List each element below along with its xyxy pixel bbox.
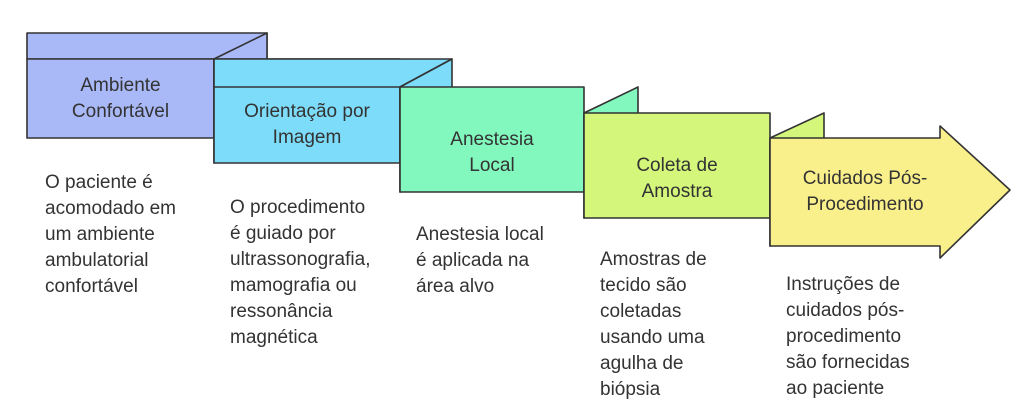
step-5-arrow xyxy=(769,125,1011,259)
step-4-description: Amostras de tecido são coletadas usando … xyxy=(600,249,707,400)
step-3-description: Anestesia local é aplicada na área alvo xyxy=(416,224,544,297)
step-1-description: O paciente é acomodado em um ambiente am… xyxy=(45,172,176,297)
step-2-label: Orientação por Imagem xyxy=(244,101,370,148)
step-5-label: Cuidados Pós- Procedimento xyxy=(802,168,928,215)
step-5-description: Instruções de cuidados pós- procedimento… xyxy=(786,274,910,399)
step-3-label: Anestesia Local xyxy=(450,128,534,176)
step-1-label: Ambiente Confortável xyxy=(71,74,170,122)
step-4-label: Coleta de Amostra xyxy=(636,155,718,202)
step-2-description: O procedimento é guiado por ultrassonogr… xyxy=(230,197,371,348)
